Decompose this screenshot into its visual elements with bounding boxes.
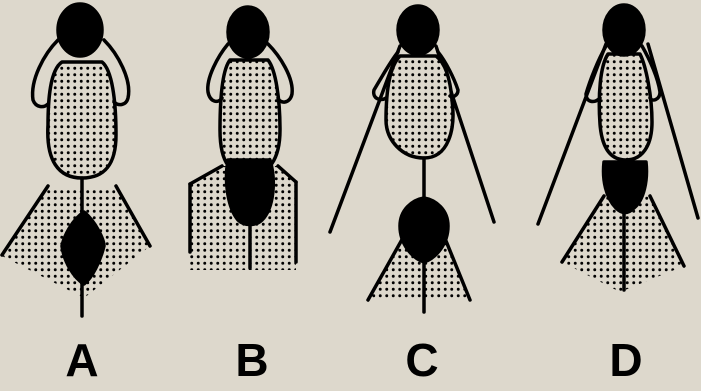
panel-b-black-shield bbox=[226, 160, 273, 225]
panel-d-left-antenna bbox=[538, 44, 606, 224]
panel-b-stippled-body bbox=[220, 60, 280, 175]
panel-c-top-head bbox=[398, 6, 438, 54]
panel-a-stippled-body bbox=[48, 62, 116, 178]
panel-a-top-head bbox=[58, 4, 102, 56]
panel-d-stippled-body bbox=[599, 54, 652, 160]
panel-a-drawing bbox=[0, 4, 150, 316]
panel-c-drawing bbox=[330, 6, 494, 312]
panel-b-drawing bbox=[190, 7, 296, 270]
panel-label-a: A bbox=[47, 335, 117, 385]
panel-c-stippled-body bbox=[386, 56, 453, 158]
panel-label-d: D bbox=[591, 335, 661, 385]
panel-label-c: C bbox=[387, 335, 457, 385]
panel-label-b: B bbox=[217, 335, 287, 385]
panel-b-top-head bbox=[228, 7, 268, 57]
panel-d-drawing bbox=[538, 5, 698, 292]
panel-d-top-head bbox=[604, 5, 644, 55]
